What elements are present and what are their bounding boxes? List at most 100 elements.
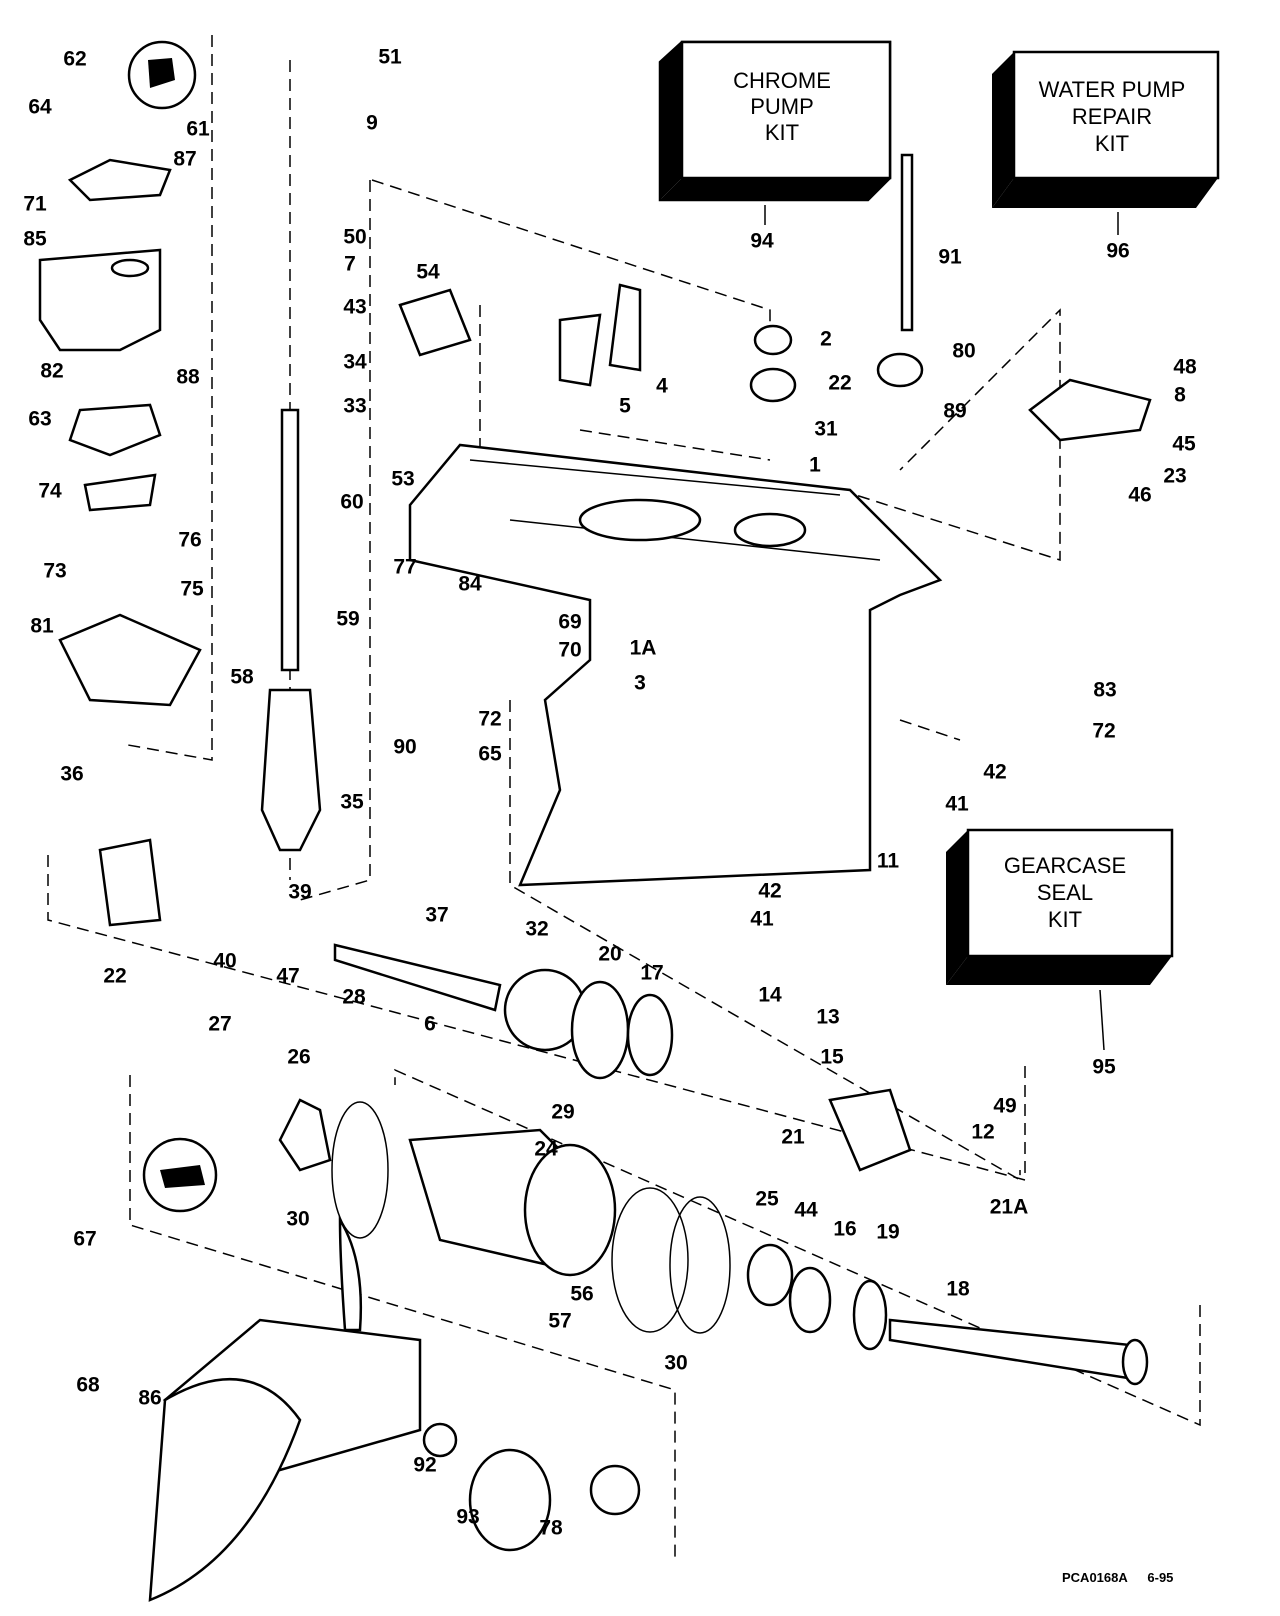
water-pump-kit-line-3: KIT	[1095, 131, 1129, 156]
part-label: 77	[393, 556, 416, 579]
part-label: 63	[28, 408, 51, 431]
part-label: 12	[971, 1121, 994, 1144]
part-label: 81	[30, 615, 54, 638]
sealant-tube-icon	[127, 40, 218, 1213]
part-label: 40	[213, 950, 236, 973]
part-label: 11	[877, 850, 900, 873]
chrome-pump-kit-line-1: CHROME	[733, 68, 831, 93]
part-label: 4	[656, 375, 668, 398]
part-label: 73	[43, 560, 66, 583]
drawing-date: 6-95	[1147, 1570, 1174, 1585]
part-label: 1A	[630, 637, 657, 660]
part-label: 90	[393, 736, 416, 759]
part-label: 35	[340, 791, 364, 814]
part-label: 43	[343, 296, 366, 319]
part-label: 14	[758, 984, 782, 1007]
part-label: 42	[758, 880, 781, 903]
part-label: 22	[828, 372, 851, 395]
part-label: 75	[180, 578, 204, 601]
part-label: 41	[945, 793, 969, 816]
part-label: 87	[173, 148, 196, 171]
part-label: 25	[755, 1188, 779, 1211]
part-label: 16	[833, 1218, 856, 1241]
part-label: 18	[946, 1278, 970, 1301]
part-label: 84	[458, 573, 482, 596]
part-label: 67	[73, 1228, 96, 1251]
part-label: 92	[413, 1454, 436, 1477]
kit-parts-top-right	[398, 153, 1152, 442]
part-label: 37	[425, 904, 448, 927]
part-label: 93	[456, 1506, 479, 1529]
part-label: 54	[416, 261, 440, 284]
part-label: 46	[1128, 484, 1151, 507]
part-label: 76	[178, 529, 201, 552]
gearcase-seal-kit-box: GEARCASE SEAL KIT 95	[946, 828, 1174, 1079]
part-label: 23	[1163, 465, 1186, 488]
part-label: 68	[76, 1374, 100, 1397]
part-label: 72	[478, 708, 501, 731]
part-label: 50	[343, 226, 366, 249]
part-label: 29	[551, 1101, 574, 1124]
part-label: 6	[424, 1013, 436, 1036]
part-label: 72	[1092, 720, 1115, 743]
part-label: 65	[478, 743, 502, 766]
part-label: 32	[525, 918, 548, 941]
drive-shaft	[260, 408, 322, 852]
propeller-shaft-and-gears	[98, 838, 1149, 1386]
part-label: 94	[750, 230, 774, 253]
part-label: 42	[983, 761, 1006, 784]
part-label: 22	[103, 965, 126, 988]
part-label: 49	[993, 1095, 1016, 1118]
gearcase-kit-line-3: KIT	[1048, 907, 1082, 932]
chrome-pump-kit-line-2: PUMP	[750, 94, 814, 119]
part-label: 96	[1106, 240, 1129, 263]
water-pump-repair-kit-box: WATER PUMP REPAIR KIT 96	[992, 50, 1220, 263]
part-label: 17	[640, 962, 663, 985]
part-label: 69	[558, 611, 581, 634]
part-label: 80	[952, 340, 975, 363]
part-label: 53	[391, 468, 414, 491]
part-label: 57	[548, 1310, 571, 1333]
part-label: 41	[750, 908, 774, 931]
part-label: 64	[28, 96, 52, 119]
water-pump-housing	[38, 158, 202, 707]
part-label: 48	[1173, 356, 1197, 379]
part-label: 33	[343, 395, 366, 418]
part-label: 20	[598, 943, 621, 966]
gearcase-housing	[408, 443, 943, 887]
part-label: 3	[634, 672, 646, 695]
part-label: 34	[343, 351, 367, 374]
part-label: 19	[876, 1221, 899, 1244]
part-label: 70	[558, 639, 581, 662]
part-label: 85	[23, 228, 47, 251]
part-label: 74	[38, 480, 62, 503]
part-label: 31	[814, 418, 838, 441]
part-label: 91	[938, 246, 962, 269]
part-label: 24	[534, 1138, 558, 1161]
drawing-code: PCA0168A	[1062, 1570, 1128, 1585]
footer: PCA0168A 6-95	[1062, 1570, 1189, 1585]
part-label: 60	[340, 491, 363, 514]
part-label: 28	[342, 986, 366, 1009]
part-label: 1	[809, 454, 821, 477]
part-label: 61	[186, 118, 210, 141]
part-label: 44	[794, 1199, 818, 1222]
part-label: 58	[230, 666, 254, 689]
part-label: 56	[570, 1283, 593, 1306]
part-label: 82	[40, 360, 63, 383]
part-label: 7	[344, 253, 356, 276]
part-label: 8	[1174, 384, 1186, 407]
part-label: 30	[664, 1352, 687, 1375]
part-label: 59	[336, 608, 359, 631]
chrome-pump-kit-box: CHROME PUMP KIT 94	[658, 40, 892, 253]
part-label: 89	[943, 400, 966, 423]
part-label: 83	[1093, 679, 1116, 702]
part-label: 62	[63, 48, 86, 71]
part-label: 51	[378, 46, 402, 69]
part-label: 88	[176, 366, 200, 389]
part-label: 45	[1172, 433, 1196, 456]
part-label: 39	[288, 881, 311, 904]
gearcase-kit-line-2: SEAL	[1037, 880, 1093, 905]
